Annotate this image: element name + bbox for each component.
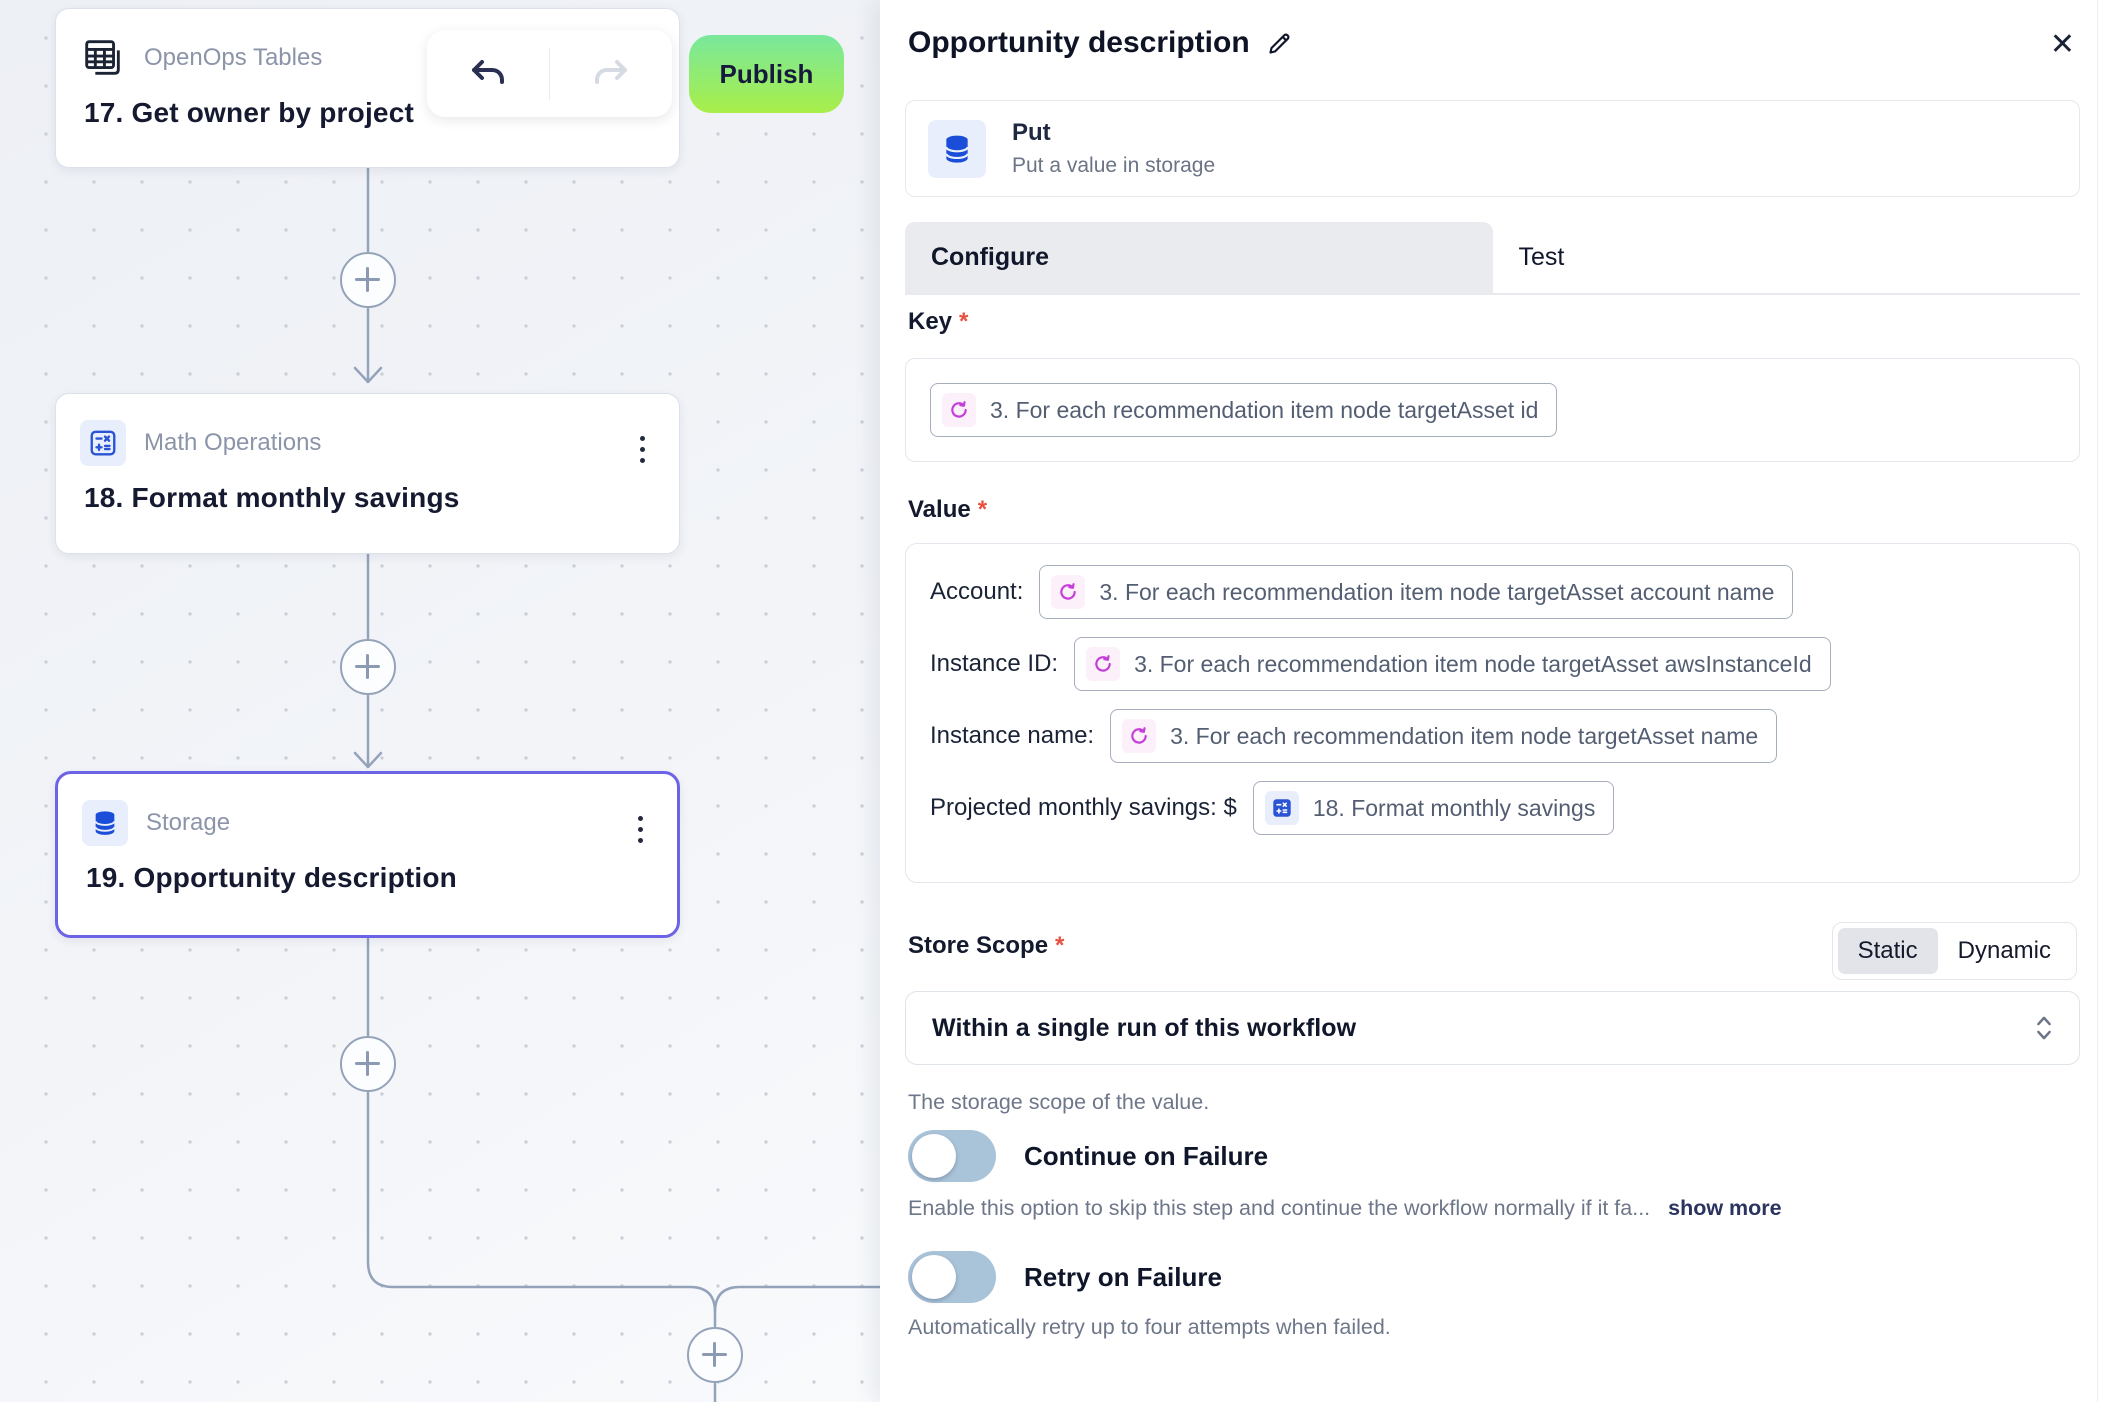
token-text: 3. For each recommendation item node tar… (1170, 722, 1759, 749)
panel-scroll-track[interactable] (2096, 0, 2098, 1402)
key-input[interactable]: 3. For each recommendation item node tar… (905, 358, 2080, 462)
database-icon (82, 800, 128, 846)
edit-pencil-icon[interactable] (1266, 30, 1293, 57)
step-settings-panel: Opportunity description ✕ Put Put a valu… (880, 0, 2105, 1402)
value-row-label: Account: (930, 578, 1024, 605)
option-static[interactable]: Static (1837, 928, 1938, 974)
show-more-link[interactable]: show more (1668, 1196, 1782, 1220)
workflow-connectors (353, 166, 880, 1402)
store-scope-label: Store Scope* (908, 932, 1065, 959)
value-row-label: Projected monthly savings: $ (930, 794, 1237, 821)
node-app-label: Math Operations (144, 429, 322, 456)
calculator-icon (1264, 791, 1299, 825)
token-chip[interactable]: 3. For each recommendation item node tar… (930, 383, 1558, 437)
tables-icon (80, 35, 126, 81)
close-icon[interactable]: ✕ (2049, 28, 2075, 61)
value-row: Account: 3. For each recommendation item… (930, 563, 2055, 621)
continue-on-failure-row: Continue on Failure (908, 1130, 1268, 1182)
value-row-label: Instance ID: (930, 650, 1059, 677)
token-chip[interactable]: 18. Format monthly savings (1252, 781, 1615, 835)
value-field-label: Value* (908, 496, 988, 523)
continue-on-failure-label: Continue on Failure (1024, 1140, 1269, 1171)
node-menu-button[interactable] (632, 812, 649, 847)
value-row-label: Instance name: (930, 722, 1095, 749)
value-row: Instance ID: 3. For each recommendation … (930, 635, 2055, 693)
node-title: 18. Format monthly savings (84, 482, 460, 513)
calculator-icon (80, 420, 126, 466)
node-title: 17. Get owner by project (84, 97, 414, 128)
retry-on-failure-help: Automatically retry up to four attempts … (908, 1315, 1391, 1339)
toggle-knob (912, 1134, 956, 1178)
token-text: 3. For each recommendation item node tar… (1099, 578, 1775, 605)
tab-test[interactable]: Test (1518, 243, 1565, 271)
node-app-label: Storage (146, 809, 231, 836)
value-row: Instance name: 3. For each recommendatio… (930, 707, 2055, 765)
workflow-node-19[interactable]: Storage 19. Opportunity description (55, 771, 680, 938)
toolbar-divider (548, 47, 551, 100)
continue-on-failure-toggle[interactable] (908, 1130, 996, 1182)
panel-tabs: Configure Test (905, 222, 2080, 295)
action-summary-card: Put Put a value in storage (905, 100, 2080, 197)
key-field-label: Key* (908, 308, 969, 335)
token-chip[interactable]: 3. For each recommendation item node tar… (1039, 565, 1794, 619)
publish-button[interactable]: Publish (689, 35, 844, 113)
token-chip[interactable]: 3. For each recommendation item node tar… (1110, 709, 1778, 763)
node-menu-button[interactable] (634, 432, 651, 467)
loop-icon (1122, 719, 1157, 753)
node-title: 19. Opportunity description (86, 862, 457, 893)
store-scope-help: The storage scope of the value. (908, 1090, 1210, 1114)
node-app-label: OpenOps Tables (144, 44, 323, 71)
redo-icon (595, 59, 628, 84)
token-text: 18. Format monthly savings (1312, 794, 1596, 821)
retry-on-failure-label: Retry on Failure (1024, 1261, 1222, 1292)
token-chip[interactable]: 3. For each recommendation item node tar… (1074, 637, 1831, 691)
store-scope-mode-switch: Static Dynamic (1831, 922, 2077, 980)
add-step-button[interactable] (340, 639, 396, 695)
workflow-canvas[interactable]: OpenOps Tables 17. Get owner by project … (0, 0, 880, 1402)
loop-icon (942, 393, 976, 427)
step-name-text: Opportunity description (908, 26, 1250, 59)
value-input[interactable]: Account: 3. For each recommendation item… (905, 543, 2080, 883)
undo-redo-toolbar (427, 30, 672, 117)
value-row: Projected monthly savings: $ 18. Format … (930, 779, 2055, 837)
store-scope-select[interactable]: Within a single run of this workflow (905, 991, 2080, 1065)
retry-on-failure-row: Retry on Failure (908, 1251, 1222, 1303)
workflow-node-18[interactable]: Math Operations 18. Format monthly savin… (55, 393, 680, 554)
redo-button[interactable] (550, 30, 672, 117)
store-scope-selected-value: Within a single run of this workflow (932, 1013, 1357, 1042)
continue-on-failure-help: Enable this option to skip this step and… (908, 1196, 1782, 1221)
add-step-button[interactable] (687, 1327, 743, 1383)
add-step-button[interactable] (340, 252, 396, 308)
undo-button[interactable] (427, 30, 549, 117)
token-text: 3. For each recommendation item node tar… (1134, 650, 1812, 677)
action-description: Put a value in storage (1012, 154, 1216, 177)
tab-configure[interactable]: Configure (905, 222, 1493, 293)
retry-on-failure-toggle[interactable] (908, 1251, 996, 1303)
toggle-knob (912, 1255, 956, 1299)
add-step-button[interactable] (340, 1036, 396, 1092)
up-down-chevron-icon (2035, 1013, 2053, 1043)
action-name: Put (1012, 119, 1051, 146)
database-icon (928, 119, 986, 178)
token-text: 3. For each recommendation item node tar… (990, 396, 1539, 423)
loop-icon (1086, 647, 1121, 681)
undo-icon (471, 59, 504, 84)
option-dynamic[interactable]: Dynamic (1957, 937, 2051, 964)
panel-title: Opportunity description (908, 26, 1293, 60)
help-text: Enable this option to skip this step and… (908, 1196, 1651, 1220)
loop-icon (1051, 575, 1086, 609)
